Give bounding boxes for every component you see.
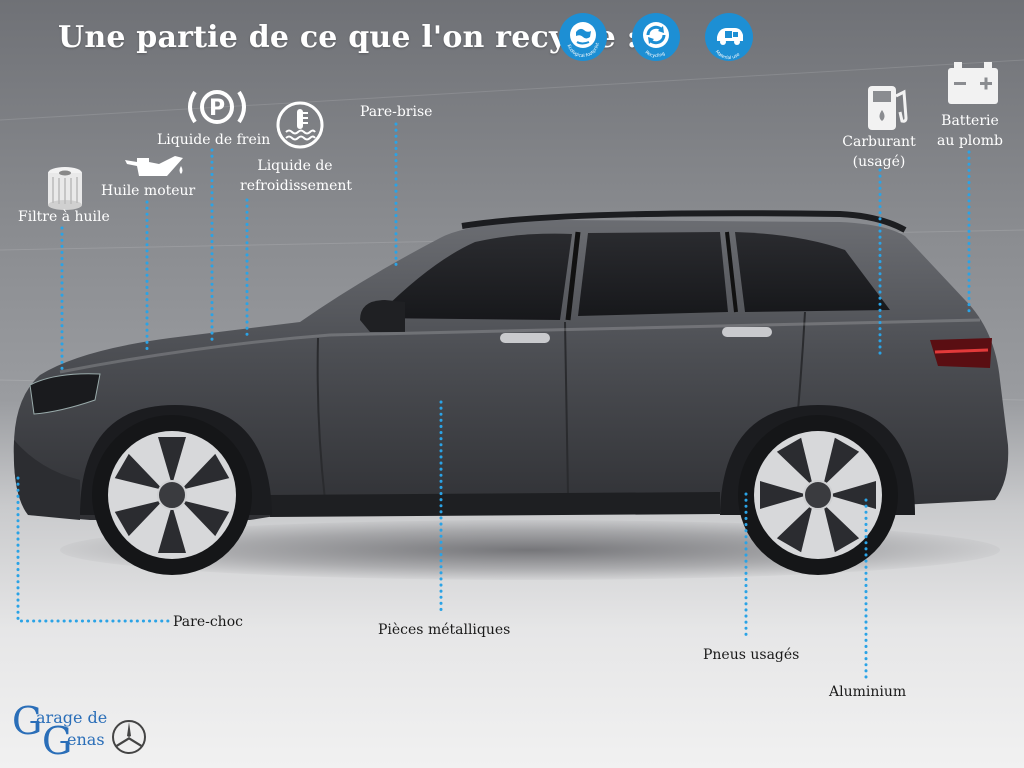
label-pare-choc: Pare-choc xyxy=(173,614,243,630)
label-carburant-line2: (usagé) xyxy=(852,154,906,170)
garage-logo: G arage de G enas xyxy=(10,700,150,762)
label-aluminium: Aluminium xyxy=(829,684,907,700)
ecological-footprint-icon: Ecological footprint xyxy=(566,22,601,59)
coolant-temperature-icon xyxy=(276,101,324,149)
rear-wheel xyxy=(738,415,898,575)
label-liquide-refroidissement-line2: refroidissement xyxy=(240,178,353,194)
label-liquide-refroidissement: Liquide de refroidissement xyxy=(240,156,353,196)
oil-filter-icon xyxy=(48,167,82,210)
logo-letter-g2: G xyxy=(42,719,73,763)
mercedes-star-icon xyxy=(112,720,146,754)
car-taillight xyxy=(930,338,992,368)
logo-text-line2: enas xyxy=(67,730,105,749)
page-title: Une partie de ce que l'on recycle : xyxy=(58,20,638,55)
material-use-icon: Material use xyxy=(714,28,743,61)
car-headlight xyxy=(29,373,101,415)
label-huile-moteur: Huile moteur xyxy=(101,183,196,199)
logo-text-line1: arage de xyxy=(36,708,108,727)
svg-text:Recycling: Recycling xyxy=(644,50,666,59)
label-carburant-line1: Carburant xyxy=(842,134,916,150)
car-window-rear xyxy=(735,232,890,312)
ecological-footprint-badge: Ecological footprint xyxy=(559,13,607,61)
parking-brake-icon: P xyxy=(188,90,246,124)
label-batterie-line1: Batterie xyxy=(941,113,999,129)
label-pneus-usages: Pneus usagés xyxy=(703,647,800,663)
label-pare-brise: Pare-brise xyxy=(360,104,433,120)
recycling-text: Recycling xyxy=(644,50,666,59)
battery-icon xyxy=(948,62,998,104)
front-wheel xyxy=(92,415,252,575)
svg-text:P: P xyxy=(209,96,225,121)
label-filtre-huile: Filtre à huile xyxy=(18,209,110,225)
label-liquide-refroidissement-line1: Liquide de xyxy=(257,158,333,174)
material-use-badge: Material use xyxy=(705,13,753,61)
label-batterie-line2: au plomb xyxy=(937,133,1003,149)
label-carburant: Carburant (usagé) xyxy=(839,132,919,172)
label-liquide-frein: Liquide de frein xyxy=(157,132,271,148)
car-window-front xyxy=(375,233,572,320)
recycling-badge: Recycling xyxy=(632,13,680,61)
label-batterie: Batterie au plomb xyxy=(933,111,1007,151)
car-window-middle xyxy=(578,232,728,316)
recycling-icon: Recycling xyxy=(643,22,669,59)
logo-letter-g1: G xyxy=(12,699,43,743)
label-pieces-metalliques: Pièces métalliques xyxy=(378,622,511,638)
engine-oil-icon xyxy=(125,156,183,176)
fuel-pump-icon xyxy=(868,86,908,130)
